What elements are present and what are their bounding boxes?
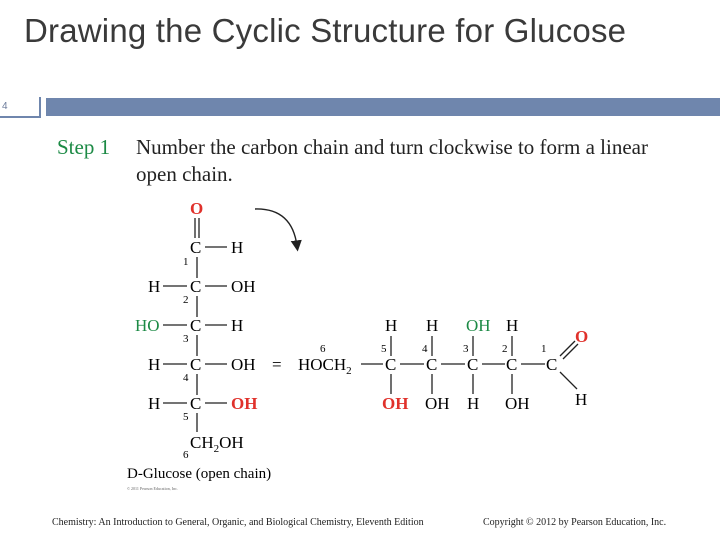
fischer-c4-left: H bbox=[148, 355, 160, 374]
linear-c3-bottom: H bbox=[467, 394, 479, 413]
linear-c2-bottom: OH bbox=[505, 394, 530, 413]
linear-c4-num: 4 bbox=[422, 343, 428, 355]
fischer-c6: CH2OH bbox=[190, 433, 244, 455]
fischer-c4: C bbox=[190, 355, 201, 374]
fischer-c4-right: OH bbox=[231, 355, 256, 374]
fischer-projection: O C H 1 H C OH 2 HO C H 3 H C OH 4 H bbox=[127, 199, 271, 492]
linear-c3: C bbox=[467, 355, 478, 374]
equals-sign: = bbox=[272, 355, 282, 374]
fischer-small-print: © 2011 Pearson Education, Inc. bbox=[127, 486, 178, 492]
fischer-c3-left: HO bbox=[135, 316, 160, 335]
fischer-c5: C bbox=[190, 394, 201, 413]
slide-title: Drawing the Cyclic Structure for Glucose bbox=[24, 12, 627, 49]
linear-c4-bottom: OH bbox=[425, 394, 450, 413]
fischer-c2: C bbox=[190, 277, 201, 296]
linear-chain: 6 HOCH2 H 5 C OH H 4 C OH OH 3 C H H 2 C… bbox=[298, 316, 588, 413]
footer-book-title: Chemistry: An Introduction to General, O… bbox=[52, 517, 424, 528]
fischer-c2-left: H bbox=[148, 277, 160, 296]
step-label: Step 1 bbox=[57, 135, 111, 159]
linear-c2: C bbox=[506, 355, 517, 374]
fischer-c3-num: 3 bbox=[183, 333, 189, 345]
linear-c2-num: 2 bbox=[502, 343, 508, 355]
linear-c5: C bbox=[385, 355, 396, 374]
fischer-c1-num: 1 bbox=[183, 256, 189, 268]
footer-copyright: Copyright © 2012 by Pearson Education, I… bbox=[483, 517, 667, 528]
linear-c4-top: H bbox=[426, 316, 438, 335]
linear-c5-num: 5 bbox=[381, 343, 387, 355]
fischer-c5-right: OH bbox=[231, 394, 257, 413]
linear-c3-num: 3 bbox=[463, 343, 469, 355]
linear-c1: C bbox=[546, 355, 557, 374]
linear-c5-bottom: OH bbox=[382, 394, 408, 413]
linear-c6-num: 6 bbox=[320, 343, 326, 355]
linear-c5-top: H bbox=[385, 316, 397, 335]
fischer-c3-right: H bbox=[231, 316, 243, 335]
step-text: Number the carbon chain and turn clockwi… bbox=[136, 135, 648, 186]
fischer-caption: D-Glucose (open chain) bbox=[127, 466, 271, 482]
linear-c3-top: OH bbox=[466, 316, 491, 335]
rotation-arrow bbox=[254, 208, 302, 252]
fischer-c4-num: 4 bbox=[183, 372, 189, 384]
linear-c2-top: H bbox=[506, 316, 518, 335]
slide-number: 4 bbox=[2, 101, 8, 112]
fischer-c5-left: H bbox=[148, 394, 160, 413]
fischer-c2-num: 2 bbox=[183, 294, 189, 306]
slide-number-box bbox=[0, 97, 41, 118]
fischer-c2-right: OH bbox=[231, 277, 256, 296]
linear-c4: C bbox=[426, 355, 437, 374]
fischer-c1-right: H bbox=[231, 238, 243, 257]
fischer-c3: C bbox=[190, 316, 201, 335]
fischer-top-oxygen: O bbox=[190, 199, 203, 218]
linear-c6: HOCH2 bbox=[298, 355, 352, 377]
fischer-c5-num: 5 bbox=[183, 411, 189, 423]
linear-aldehyde-hydrogen: H bbox=[575, 390, 587, 409]
linear-c1-num: 1 bbox=[541, 343, 547, 355]
fischer-c1: C bbox=[190, 238, 201, 257]
header-bar bbox=[46, 98, 720, 116]
fischer-c6-num: 6 bbox=[183, 449, 189, 461]
linear-aldehyde-oxygen: O bbox=[575, 327, 588, 346]
